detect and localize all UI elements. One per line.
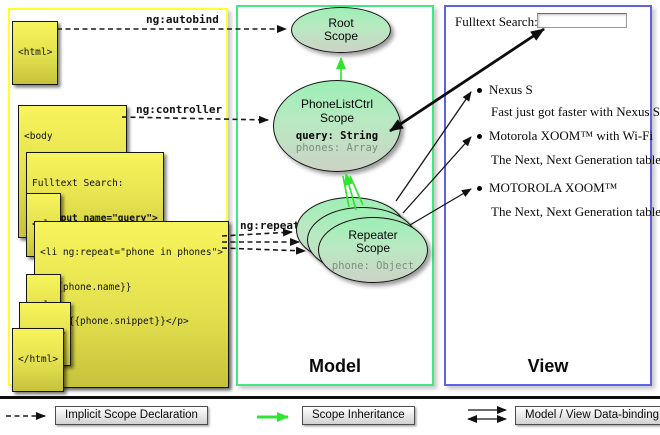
scope-name: Scope <box>323 29 359 43</box>
code-line: <html> <box>18 47 53 58</box>
code-line: <p>{{phone.snippet}}</p> <box>40 316 189 327</box>
bullet-icon <box>477 133 482 139</box>
code-line: Fulltext Search: <box>32 178 124 189</box>
codebox-html-open: <html> <box>12 21 59 85</box>
fulltext-search-input[interactable] <box>537 13 627 28</box>
model-column: Model <box>236 5 434 386</box>
scope-name: Scope <box>355 241 391 255</box>
phone-snippet: The Next, Next Generation tablet. <box>491 152 660 167</box>
root-scope-ellipse: Root Scope <box>291 7 391 53</box>
phone-snippet: Fast just got faster with Nexus S. <box>491 104 660 119</box>
phonelistctrl-scope-ellipse: PhoneListCtrl Scope query: String phones… <box>273 80 401 172</box>
scope-property-query: query: String <box>295 130 379 142</box>
phone-title: Motorola XOOM™ with Wi-Fi <box>489 128 654 143</box>
legend-model-view-data-binding: Model / View Data-binding <box>515 406 660 425</box>
view-item-title: Nexus S <box>477 82 533 98</box>
legend-scope-inheritance: Scope Inheritance <box>302 406 415 425</box>
scope-property-phone: phone: Object <box>331 259 415 272</box>
view-column-title: View <box>527 356 569 376</box>
view-item-title: Motorola XOOM™ with Wi-Fi <box>477 128 653 144</box>
scope-name: Repeater <box>348 227 398 242</box>
label-ng-controller: ng:controller <box>136 103 223 116</box>
codebox-html-close: </html> <box>12 328 65 392</box>
phone-title: MOTOROLA XOOM™ <box>489 180 618 195</box>
repeater-scope-ellipse-front: Repeater Scope phone: Object <box>318 217 428 283</box>
phone-title: Nexus S <box>489 82 533 97</box>
fulltext-search-label: Fulltext Search: <box>455 14 538 29</box>
code-line: <body <box>24 131 53 142</box>
scope-name: Scope <box>319 110 355 125</box>
code-line: <li ng:repeat="phone in phones"> <box>40 247 224 258</box>
phone-snippet: The Next, Next Generation tablet. <box>491 204 660 219</box>
bullet-icon <box>477 185 482 191</box>
view-item-title: MOTOROLA XOOM™ <box>477 180 617 196</box>
legend-separator <box>0 396 660 399</box>
bullet-icon <box>477 87 482 93</box>
label-ng-autobind: ng:autobind <box>146 13 219 26</box>
model-column-title: Model <box>309 356 361 376</box>
scope-property-phones: phones: Array <box>295 142 379 154</box>
code-line: {{phone.name}} <box>40 281 132 293</box>
scope-name: PhoneListCtrl <box>300 97 374 111</box>
scope-name: Root <box>328 15 354 30</box>
code-line: </html> <box>18 354 59 365</box>
legend-implicit-scope-declaration: Implicit Scope Declaration <box>55 406 208 425</box>
label-ng-repeat: ng:repeat <box>240 219 300 232</box>
